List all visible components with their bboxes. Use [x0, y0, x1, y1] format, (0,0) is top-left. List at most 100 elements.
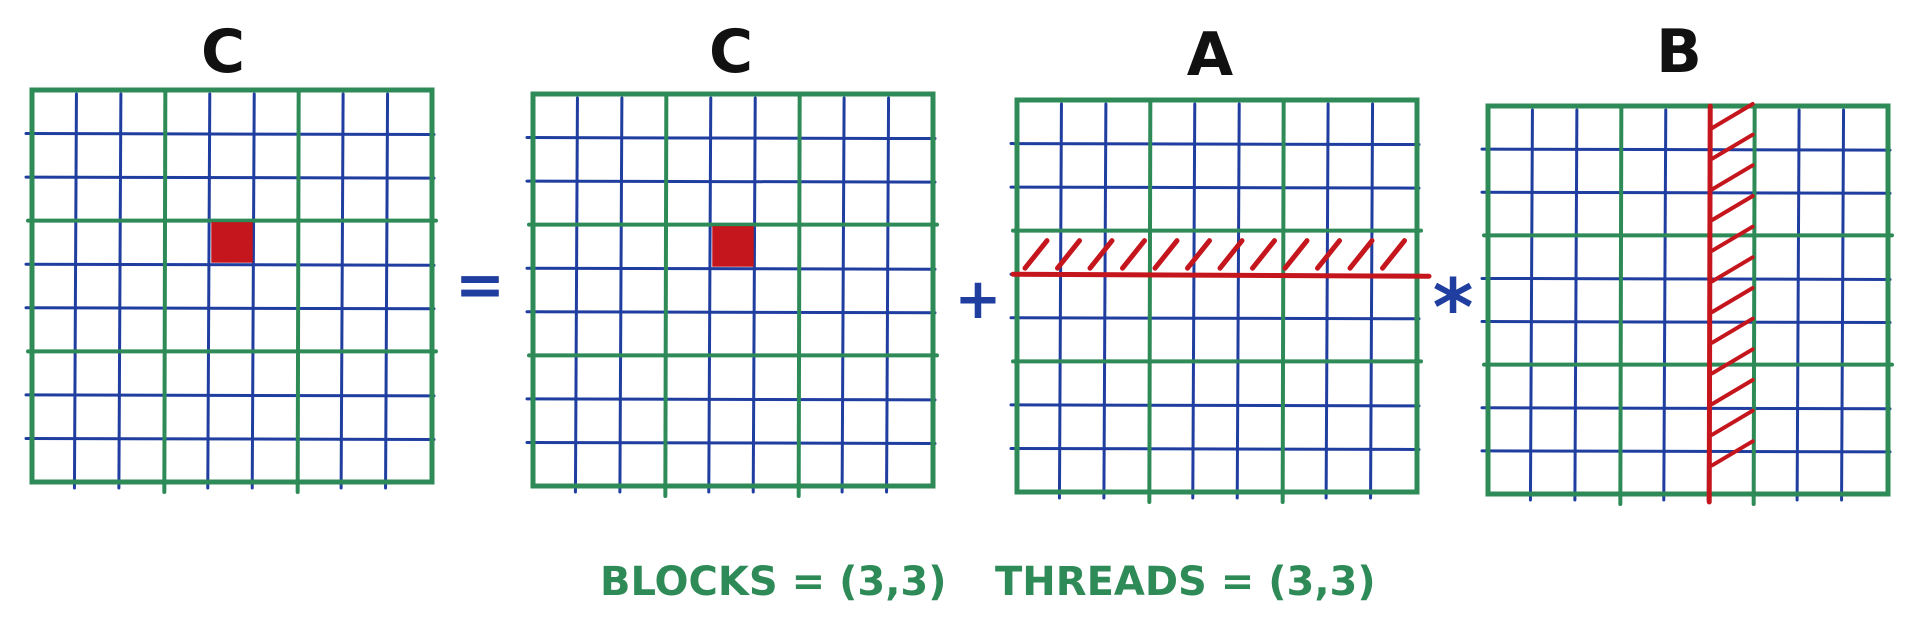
- thread-line-horizontal: [1009, 316, 1421, 321]
- row-hatch: [1152, 238, 1180, 271]
- highlighted-cell: [712, 226, 754, 267]
- block-line-vertical: [796, 92, 802, 498]
- row-hatch: [1250, 238, 1277, 271]
- block-line-vertical: [1280, 98, 1286, 504]
- row-hatch: [1380, 238, 1407, 271]
- matrix-c-result: [24, 87, 438, 494]
- column-hatch: [1710, 347, 1755, 376]
- block-line-vertical: [162, 88, 168, 494]
- row-hatch: [1315, 238, 1342, 271]
- column-hatch: [1710, 439, 1755, 468]
- thread-line-horizontal: [525, 136, 937, 141]
- matrix-title-b: B: [1656, 17, 1702, 87]
- thread-line-horizontal: [24, 306, 436, 311]
- thread-line-horizontal: [525, 310, 937, 315]
- thread-line-horizontal: [1009, 403, 1421, 408]
- matrix-a: [1009, 97, 1423, 504]
- caption-blocks: BLOCKS = (3,3): [600, 559, 947, 605]
- thread-line-vertical: [1795, 108, 1801, 502]
- column-hatch: [1710, 194, 1755, 222]
- thread-line-vertical: [1369, 102, 1375, 500]
- column-hatch: [1710, 378, 1755, 406]
- matrix-border: [530, 91, 936, 489]
- thread-line-vertical: [1235, 102, 1241, 500]
- matrix-c-accum: [525, 91, 939, 498]
- block-line-vertical: [295, 88, 301, 494]
- thread-line-horizontal: [525, 179, 937, 184]
- thread-line-vertical: [751, 96, 757, 494]
- block-line-vertical: [1618, 104, 1624, 506]
- thread-line-horizontal: [525, 397, 937, 402]
- thread-line-horizontal: [1009, 446, 1421, 451]
- thread-line-vertical: [840, 96, 846, 494]
- highlight-cell-c-result: [211, 222, 253, 263]
- caption-threads: THREADS = (3,3): [995, 559, 1376, 605]
- block-line-vertical: [1147, 98, 1153, 504]
- thread-line-vertical: [339, 92, 345, 490]
- thread-line-vertical: [1057, 102, 1063, 500]
- thread-line-horizontal: [1009, 142, 1421, 147]
- thread-line-vertical: [1528, 108, 1534, 502]
- row-underline: [1010, 271, 1432, 279]
- thread-line-vertical: [1102, 102, 1108, 500]
- thread-line-horizontal: [1480, 190, 1892, 195]
- thread-line-vertical: [72, 92, 78, 490]
- row-hatch: [1087, 238, 1115, 271]
- thread-line-horizontal: [1480, 320, 1892, 325]
- thread-line-horizontal: [24, 132, 436, 137]
- column-hatch: [1710, 255, 1755, 284]
- thread-line-horizontal: [24, 393, 436, 398]
- row-hatch: [1055, 238, 1082, 271]
- thread-line-horizontal: [24, 262, 436, 267]
- matrix-title-a: A: [1187, 20, 1234, 90]
- thread-line-vertical: [885, 96, 891, 494]
- matrix-b: [1480, 103, 1894, 506]
- thread-line-horizontal: [24, 175, 436, 180]
- column-hatch: [1710, 316, 1755, 345]
- thread-line-horizontal: [525, 266, 937, 271]
- column-hatch: [1710, 408, 1755, 437]
- thread-line-vertical: [1324, 102, 1330, 500]
- equals-sign: =: [455, 250, 505, 320]
- column-line: [1706, 103, 1713, 505]
- row-hatch: [1217, 238, 1245, 271]
- column-hatch: [1710, 102, 1755, 130]
- column-hatch: [1710, 286, 1755, 314]
- thread-line-vertical: [250, 92, 256, 490]
- highlighted-cell: [211, 222, 253, 263]
- thread-line-vertical: [707, 96, 713, 494]
- thread-line-vertical: [573, 96, 579, 494]
- thread-line-horizontal: [1480, 449, 1892, 454]
- thread-line-vertical: [1573, 108, 1579, 502]
- thread-line-vertical: [1840, 108, 1846, 502]
- plus-sign: +: [955, 267, 1002, 332]
- highlight-row-a: [1010, 238, 1432, 279]
- thread-line-vertical: [384, 92, 390, 490]
- highlight-cell-c-accum: [712, 226, 754, 267]
- block-line-vertical: [1751, 104, 1757, 506]
- thread-line-vertical: [1191, 102, 1197, 500]
- thread-line-vertical: [206, 92, 212, 490]
- matrix-border: [29, 87, 435, 485]
- matrix-title-c-result: C: [201, 17, 245, 87]
- thread-line-horizontal: [1480, 406, 1892, 411]
- matrix-border: [1014, 97, 1420, 495]
- thread-line-horizontal: [525, 440, 937, 445]
- matrix-title-c-accum: C: [709, 17, 753, 87]
- row-hatch: [1120, 238, 1147, 271]
- column-hatch: [1710, 224, 1755, 253]
- column-hatch: [1710, 163, 1755, 192]
- row-hatch: [1347, 238, 1375, 271]
- thread-line-horizontal: [1480, 276, 1892, 281]
- thread-line-horizontal: [24, 436, 436, 441]
- block-line-vertical: [663, 92, 669, 498]
- row-hatch: [1282, 238, 1310, 271]
- times-sign: *: [1433, 264, 1474, 354]
- matrix-border: [1485, 103, 1891, 497]
- thread-line-vertical: [117, 92, 123, 490]
- row-hatch: [1185, 238, 1212, 271]
- thread-line-vertical: [618, 96, 624, 494]
- thread-line-horizontal: [1480, 147, 1892, 152]
- highlight-column-b: [1706, 102, 1755, 505]
